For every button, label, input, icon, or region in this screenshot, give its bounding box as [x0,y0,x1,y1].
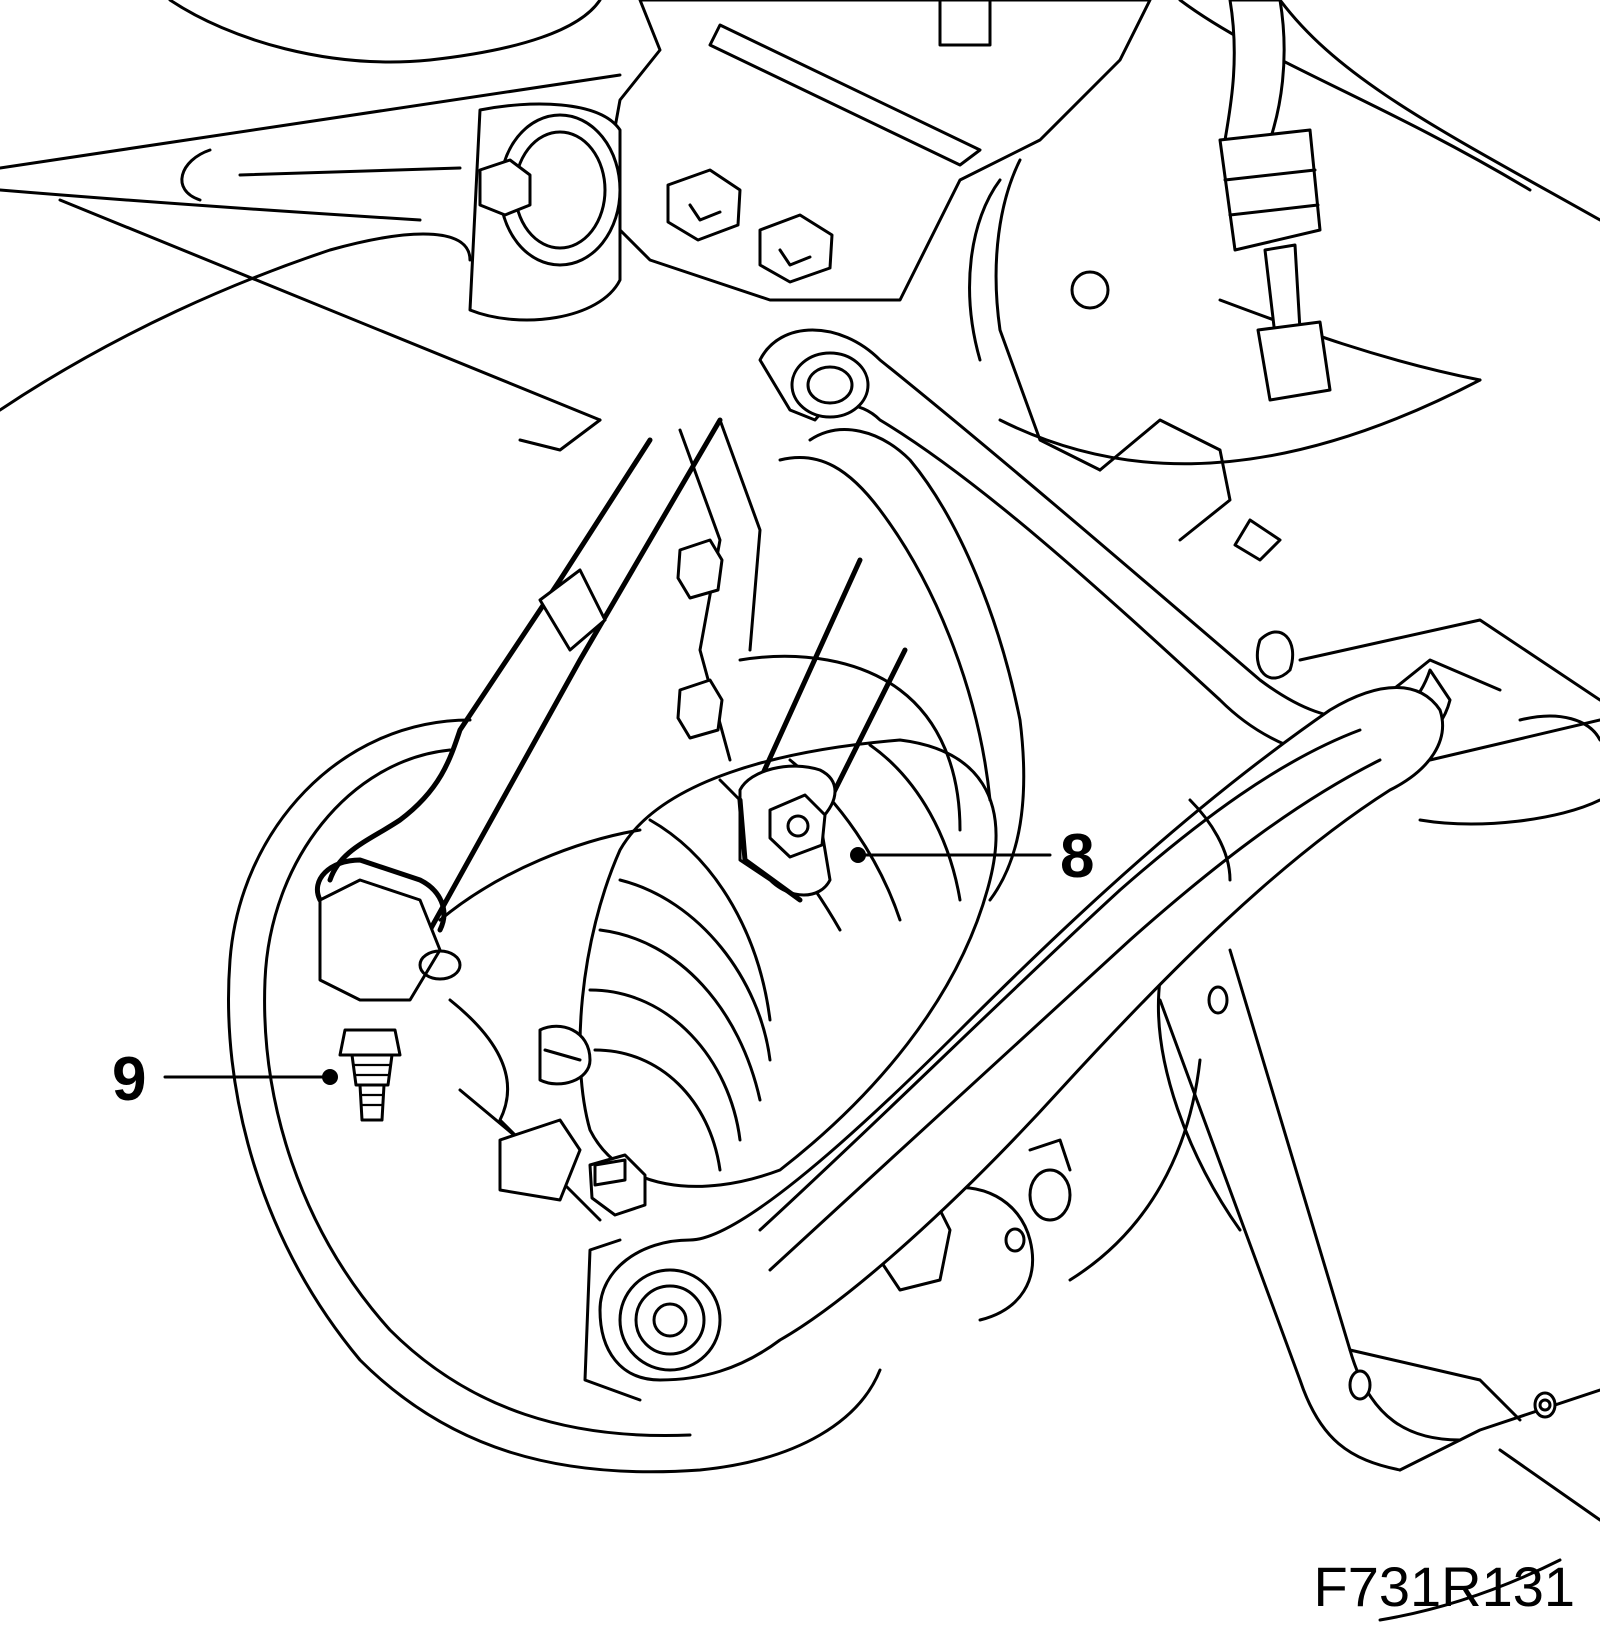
figure-id: F731R131 [1313,1555,1575,1618]
link-rod [315,417,723,1002]
upper-control-arm [758,328,1452,902]
right-body-structure [968,0,1600,826]
upper-mount-bracket [468,0,1152,322]
callout-8-dot [850,847,866,863]
vehicle-body-outline [0,0,1600,466]
subframe-rail [1156,948,1600,1622]
callout-8-label: 8 [1060,822,1094,891]
ball-joint-nut [338,1028,402,1122]
callout-leaders [163,847,1052,1085]
brake-disc [227,718,1202,1474]
callout-9-dot [322,1069,338,1085]
lower-control-arm [583,686,1445,1402]
drive-shaft-boot [578,654,998,1188]
wrench-tool [737,557,908,903]
callout-9-label: 9 [112,1045,146,1114]
